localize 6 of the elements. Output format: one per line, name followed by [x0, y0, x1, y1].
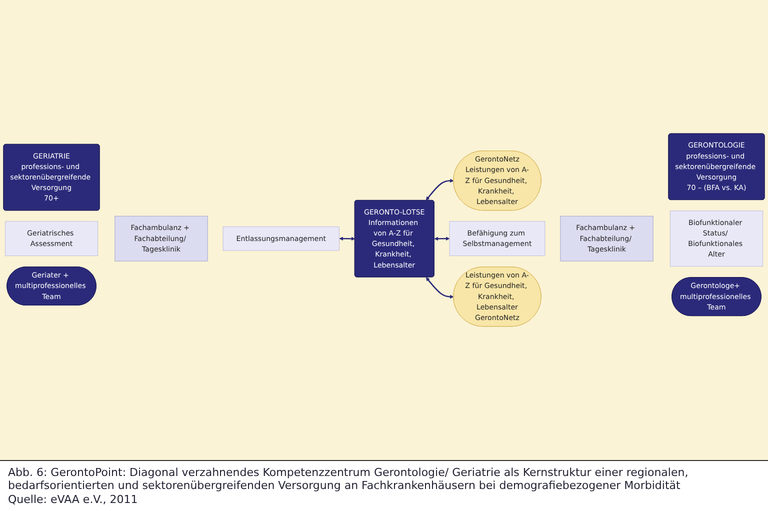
- figure-caption: Abb. 6: GerontoPoint: Diagonal verzahnendes Kompetenzzentrum Gerontologie/ Geriatrie als Kernstruktur einer regionalen, bedarfsorientierten und sektorenübergreifenden Versorgung an Fachkrankenhäusern bei demografiebezogener Morbidität: [8, 466, 690, 492]
- arrow: [426, 178, 454, 200]
- source-note: Quelle: eVAA e.V., 2011: [8, 493, 139, 506]
- arrow: [434, 236, 450, 241]
- arrow: [426, 277, 454, 299]
- arrow: [339, 236, 356, 241]
